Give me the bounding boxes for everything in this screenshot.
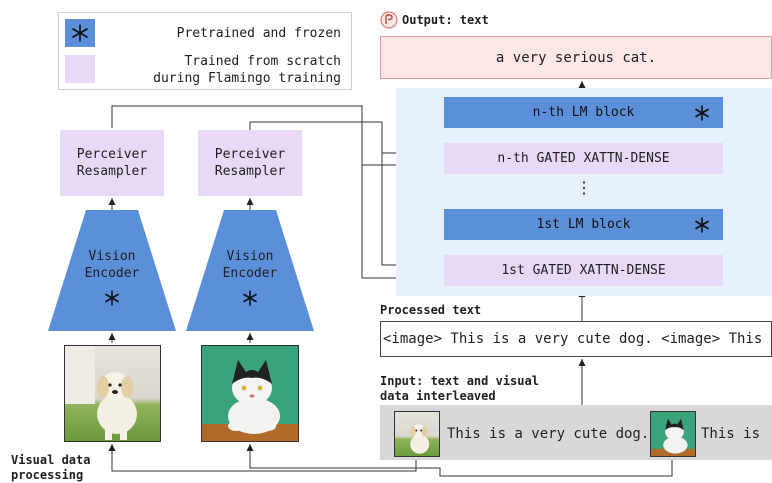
vision-encoder-left-shape: [48, 210, 176, 331]
snowflake-icon: [105, 290, 119, 306]
encoder-left-line2: Encoder: [84, 266, 140, 281]
processed-text: <image> This is a very cute dog. <image>…: [383, 331, 772, 347]
input-label: Input: text and visual data interleaved: [380, 374, 539, 404]
top-xattn-block: n-th GATED XATTN-DENSE: [444, 143, 723, 174]
legend-frozen-label: Pretrained and frozen: [176, 26, 341, 41]
flamingo-logo-icon: [380, 11, 398, 29]
processed-text-label: Processed text: [380, 303, 482, 317]
perceiver-right-line2: Resampler: [214, 164, 286, 179]
legend: Pretrained and frozen Trained from scrat…: [58, 12, 352, 90]
stack-ellipsis: ⋮: [576, 178, 592, 197]
perceiver-resampler-right: Perceiver Resampler: [198, 130, 302, 196]
dog-illustration: [65, 346, 137, 440]
cat-illustration: [202, 360, 298, 441]
input-dog-thumbnail: [394, 411, 440, 457]
vision-encoder-right-label: Vision Encoder: [200, 248, 300, 282]
encoder-left-line1: Vision: [88, 249, 136, 264]
encoder-right-line1: Vision: [226, 249, 274, 264]
legend-trained-swatch: [65, 55, 95, 83]
top-lm-label: n-th LM block: [532, 105, 635, 120]
input-text-2: This is: [701, 426, 761, 442]
top-lm-block: n-th LM block: [444, 97, 723, 128]
legend-frozen-swatch: [65, 19, 95, 47]
vision-encoder-left-label: Vision Encoder: [62, 248, 162, 282]
top-xattn-label: n-th GATED XATTN-DENSE: [497, 151, 670, 166]
vision-encoder-right-shape: [186, 210, 314, 331]
visual-label-line2: processing: [11, 468, 84, 482]
snowflake-icon: [695, 105, 709, 121]
bottom-xattn-label: 1st GATED XATTN-DENSE: [501, 263, 666, 278]
bottom-lm-block: 1st LM block: [444, 209, 723, 240]
output-text: a very serious cat.: [495, 49, 657, 66]
dog-image: [64, 345, 161, 442]
snowflake-icon: [695, 217, 709, 233]
input-label-line1: Input: text and visual: [380, 374, 539, 388]
bottom-xattn-block: 1st GATED XATTN-DENSE: [444, 255, 723, 286]
legend-trained-line1: Trained from scratch: [184, 54, 341, 69]
snowflake-icon: [243, 290, 257, 306]
input-cat-thumbnail: [650, 411, 696, 457]
encoder-right-line2: Encoder: [222, 266, 278, 281]
input-interleaved-box: [380, 405, 772, 460]
snowflake-icon: [72, 24, 88, 42]
input-text-1: This is a very cute dog.: [447, 426, 650, 442]
legend-trained-label: Trained from scratch during Flamingo tra…: [153, 53, 341, 87]
perceiver-right-line1: Perceiver: [214, 147, 286, 162]
legend-trained-line2: during Flamingo training: [153, 71, 341, 86]
visual-processing-label: Visual data processing: [11, 453, 90, 483]
cat-image: [201, 345, 299, 442]
input-label-line2: data interleaved: [380, 389, 496, 403]
perceiver-resampler-left: Perceiver Resampler: [60, 130, 164, 196]
visual-label-line1: Visual data: [11, 453, 91, 467]
output-text-box: a very serious cat.: [380, 36, 772, 79]
output-label: Output: text: [402, 13, 489, 27]
processed-text-box: <image> This is a very cute dog. <image>…: [380, 321, 772, 357]
dog-thumbnail-illustration: [410, 424, 430, 454]
bottom-lm-label: 1st LM block: [536, 217, 631, 232]
cat-thumbnail-illustration: [651, 418, 695, 456]
output-logo-icon: [380, 11, 398, 29]
perceiver-left-line2: Resampler: [76, 164, 148, 179]
perceiver-left-line1: Perceiver: [76, 147, 148, 162]
